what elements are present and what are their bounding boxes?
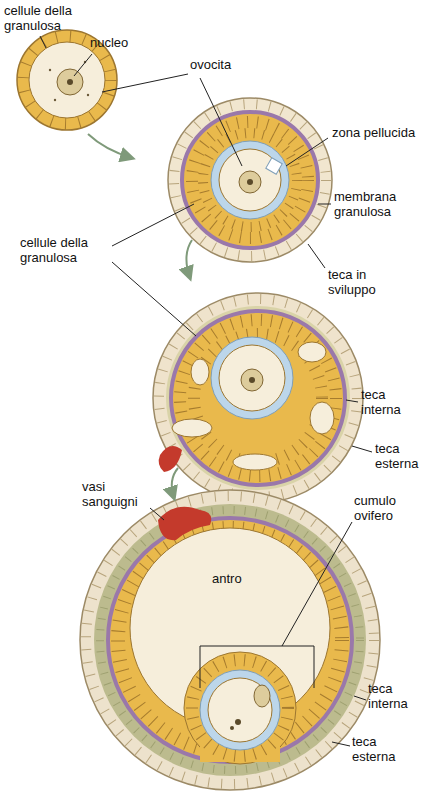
part-label: nucleo (90, 36, 150, 51)
primary-follicle (168, 98, 332, 262)
part-label: vasi sanguigni (82, 480, 154, 510)
leader-lines (40, 36, 372, 746)
stage-arrow (186, 240, 192, 278)
part-label: zona pellucida (332, 126, 442, 141)
part-label: antro (212, 572, 272, 587)
stage-arrow (88, 134, 132, 158)
part-label: teca interna (361, 388, 421, 418)
secondary-follicle (153, 293, 363, 503)
part-label: cumulo ovifero (354, 494, 418, 524)
part-label: teca interna (368, 682, 428, 712)
part-label: cellule della granulosa (4, 4, 96, 34)
antral-follicle (80, 490, 380, 790)
part-label: ovocita (190, 58, 260, 73)
part-label: teca esterna (352, 735, 414, 765)
blood-vessel (159, 446, 182, 472)
part-label: teca esterna (375, 442, 437, 472)
stage-arrow (172, 468, 178, 498)
blood-vessel (158, 507, 211, 541)
part-label: teca in sviluppo (328, 268, 392, 298)
part-label: cellule della granulosa (20, 236, 112, 266)
part-label: membrana granulosa (334, 190, 412, 220)
